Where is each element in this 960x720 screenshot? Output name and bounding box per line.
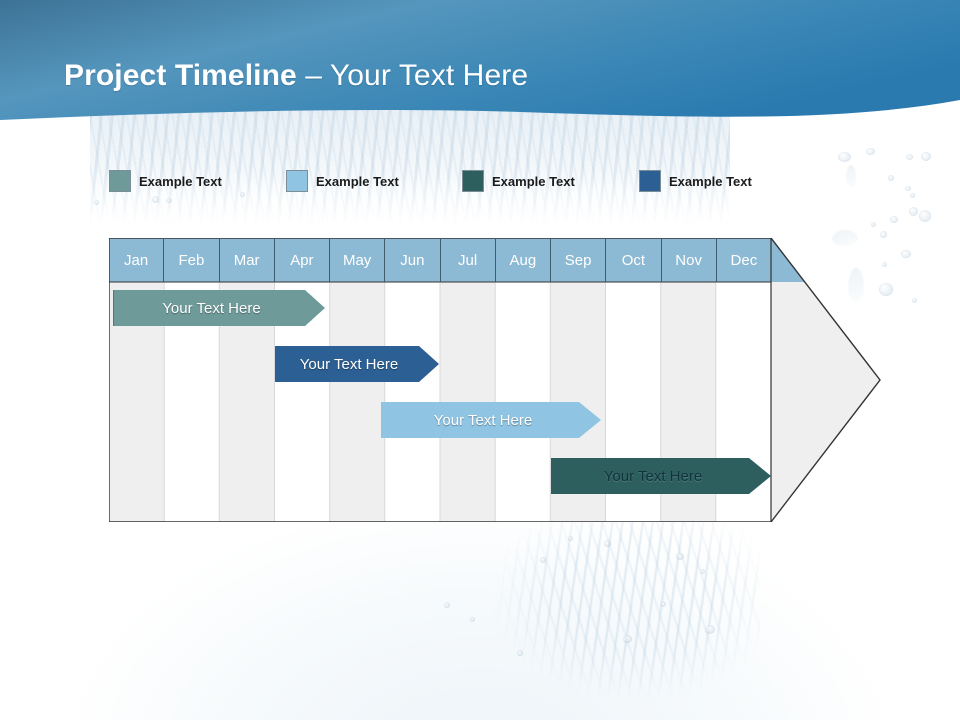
legend: Example Text Example Text Example Text E… <box>109 170 869 194</box>
month-cell-aug[interactable]: Aug <box>496 238 551 282</box>
month-cell-jan[interactable]: Jan <box>109 238 165 282</box>
legend-item-label: Example Text <box>669 173 752 189</box>
month-cell-sep[interactable]: Sep <box>551 238 607 282</box>
month-cell-may[interactable]: May <box>330 238 386 282</box>
legend-swatch-icon <box>286 170 308 192</box>
task-bar-1[interactable]: Your Text Here <box>113 290 325 326</box>
page-title: Project Timeline – Your Text Here <box>64 59 528 93</box>
month-header-row: Jan Feb Mar Apr May Jun Jul Aug Sep Oct … <box>109 238 771 282</box>
task-bar-label: Your Text Here <box>603 467 703 485</box>
legend-item-2[interactable]: Example Text <box>286 170 399 192</box>
header-wave-shape <box>0 0 960 120</box>
task-bar-2[interactable]: Your Text Here <box>275 346 439 382</box>
legend-item-label: Example Text <box>139 173 222 189</box>
page-title-separator: – <box>296 59 330 92</box>
page-title-bold: Project Timeline <box>64 59 297 92</box>
month-column-bands <box>109 238 880 522</box>
legend-item-label: Example Text <box>316 173 399 189</box>
month-cell-nov[interactable]: Nov <box>662 238 717 282</box>
month-cell-mar[interactable]: Mar <box>220 238 275 282</box>
task-bar-layer: Your Text Here Your Text Here Your Text … <box>109 282 884 522</box>
legend-item-4[interactable]: Example Text <box>639 170 752 192</box>
month-cell-jul[interactable]: Jul <box>441 238 496 282</box>
page-title-light: Your Text Here <box>329 59 529 92</box>
water-splash-center <box>430 520 760 710</box>
month-cell-feb[interactable]: Feb <box>164 238 220 282</box>
legend-swatch-icon <box>462 170 484 192</box>
month-cell-jun[interactable]: Jun <box>385 238 441 282</box>
water-texture-top <box>90 104 730 224</box>
task-bar-label: Your Text Here <box>433 411 533 429</box>
month-cell-apr[interactable]: Apr <box>275 238 330 282</box>
task-bar-label: Your Text Here <box>299 355 399 373</box>
task-bar-3[interactable]: Your Text Here <box>381 402 601 438</box>
legend-item-1[interactable]: Example Text <box>109 170 222 192</box>
task-bar-label: Your Text Here <box>162 299 261 317</box>
timeline-chart: Jan Feb Mar Apr May Jun Jul Aug Sep Oct … <box>109 238 884 522</box>
legend-swatch-icon <box>639 170 661 192</box>
legend-swatch-icon <box>109 170 131 192</box>
legend-item-3[interactable]: Example Text <box>462 170 575 192</box>
month-cell-oct[interactable]: Oct <box>606 238 662 282</box>
legend-item-label: Example Text <box>492 173 575 189</box>
task-bar-4[interactable]: Your Text Here <box>551 458 771 494</box>
month-cell-dec[interactable]: Dec <box>730 251 758 269</box>
slide-header: Project Timeline – Your Text Here <box>0 0 960 132</box>
